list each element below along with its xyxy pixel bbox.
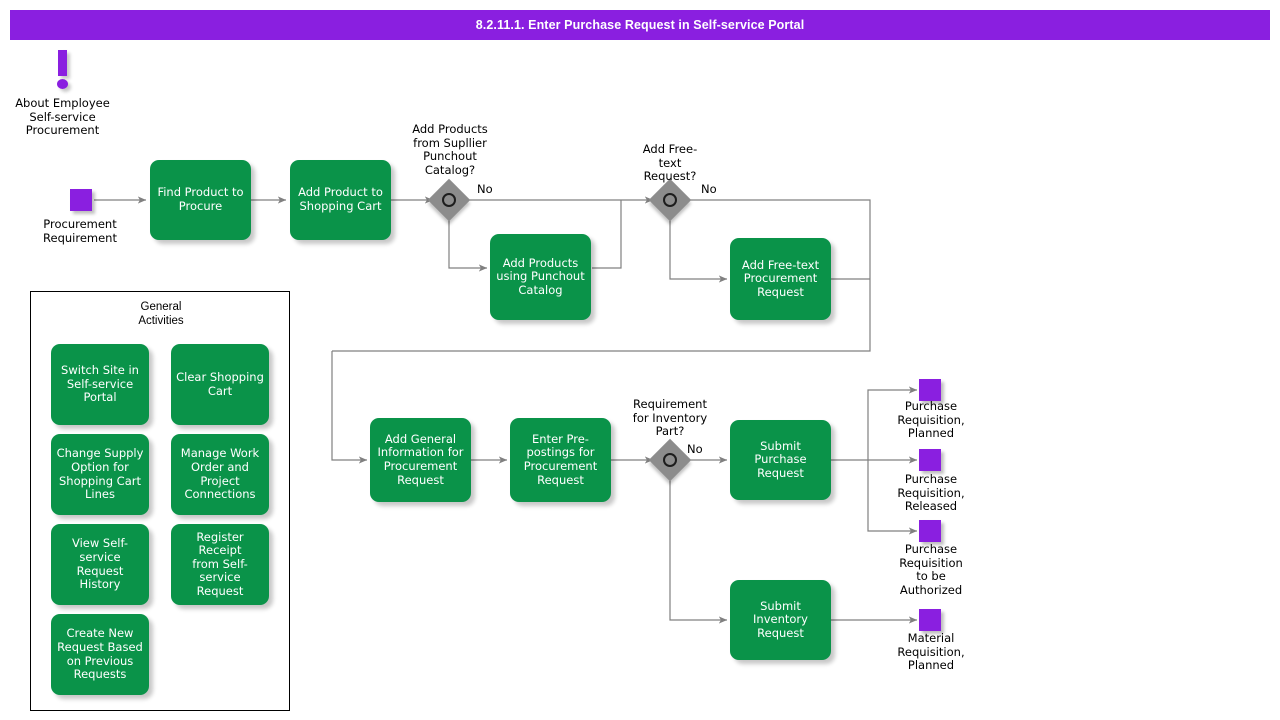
page-title-bar: 8.2.11.1. Enter Purchase Request in Self… <box>10 10 1270 40</box>
general-activity-register-receipt-from-self-service-request[interactable]: Register Receipt from Self- service Requ… <box>171 524 269 605</box>
gateway-add-free-text-request[interactable] <box>648 178 692 222</box>
start-terminator-label: Procurement Requirement <box>43 217 117 245</box>
general-activities-title: General Activities <box>138 301 184 327</box>
general-activity-clear-shopping-cart[interactable]: Clear Shopping Cart <box>171 344 269 425</box>
end-terminator-pr-released-label: Purchase Requisition, Released <box>897 472 965 514</box>
end-terminator-mr-planned-label: Material Requisition, Planned <box>897 631 965 673</box>
end-terminator-purchase-requisition-planned[interactable] <box>919 379 941 401</box>
end-terminator-pr-authorized-label: Purchase Requisition to be Authorized <box>899 542 963 597</box>
gateway-requirement-for-inventory-part[interactable] <box>648 438 692 482</box>
activity-submit-inventory-request[interactable]: Submit Inventory Request <box>730 580 831 660</box>
gateway-punchout-label: Add Products from Supllier Punchout Cata… <box>412 122 488 177</box>
start-terminator-procurement-requirement[interactable] <box>70 189 92 211</box>
page-title: 8.2.11.1. Enter Purchase Request in Self… <box>475 18 805 32</box>
general-activity-change-supply-option-for-shopping-cart-lines[interactable]: Change Supply Option for Shopping Cart L… <box>51 434 149 515</box>
inclusive-gateway-ring-icon <box>663 193 677 207</box>
activity-add-free-text-procurement-request[interactable]: Add Free-text Procurement Request <box>730 238 831 320</box>
about-info-label: About Employee Self-service Procurement <box>15 96 110 138</box>
about-info-icon-group <box>52 50 74 90</box>
gateway-freetext-label: Add Free- text Request? <box>642 142 698 184</box>
activity-add-general-information-for-procurement-request[interactable]: Add General Information for Procurement … <box>370 418 471 502</box>
general-activities-panel: General Activities Switch Site in Self-s… <box>30 291 290 711</box>
activity-add-product-to-shopping-cart[interactable]: Add Product to Shopping Cart <box>290 160 391 240</box>
inclusive-gateway-ring-icon <box>442 193 456 207</box>
gateway-punchout-branch-no: No <box>477 182 493 196</box>
gateway-inventory-label: Requirement for Inventory Part? <box>632 397 708 439</box>
general-activity-view-self-service-request-history[interactable]: View Self- service Request History <box>51 524 149 605</box>
gateway-freetext-branch-no: No <box>701 182 717 196</box>
inclusive-gateway-ring-icon <box>663 453 677 467</box>
general-activity-manage-work-order-and-project-connections[interactable]: Manage Work Order and Project Connection… <box>171 434 269 515</box>
end-terminator-pr-planned-label: Purchase Requisition, Planned <box>897 399 965 441</box>
exclamation-bar-icon <box>58 50 67 76</box>
activity-submit-purchase-request[interactable]: Submit Purchase Request <box>730 420 831 500</box>
end-terminator-purchase-requisition-released[interactable] <box>919 449 941 471</box>
end-terminator-material-requisition-planned[interactable] <box>919 609 941 631</box>
exclamation-dot-icon <box>57 79 68 89</box>
gateway-add-products-from-supplier-punchout-catalog[interactable] <box>427 178 471 222</box>
gateway-inventory-branch-no: No <box>687 442 703 456</box>
general-activity-switch-site-in-self-service-portal[interactable]: Switch Site in Self-service Portal <box>51 344 149 425</box>
general-activity-create-new-request-based-on-previous-requests[interactable]: Create New Request Based on Previous Req… <box>51 614 149 695</box>
end-terminator-purchase-requisition-to-be-authorized[interactable] <box>919 520 941 542</box>
activity-enter-prepostings-for-procurement-request[interactable]: Enter Pre- postings for Procurement Requ… <box>510 418 611 502</box>
activity-add-products-using-punchout-catalog[interactable]: Add Products using Punchout Catalog <box>490 234 591 320</box>
activity-find-product-to-procure[interactable]: Find Product to Procure <box>150 160 251 240</box>
